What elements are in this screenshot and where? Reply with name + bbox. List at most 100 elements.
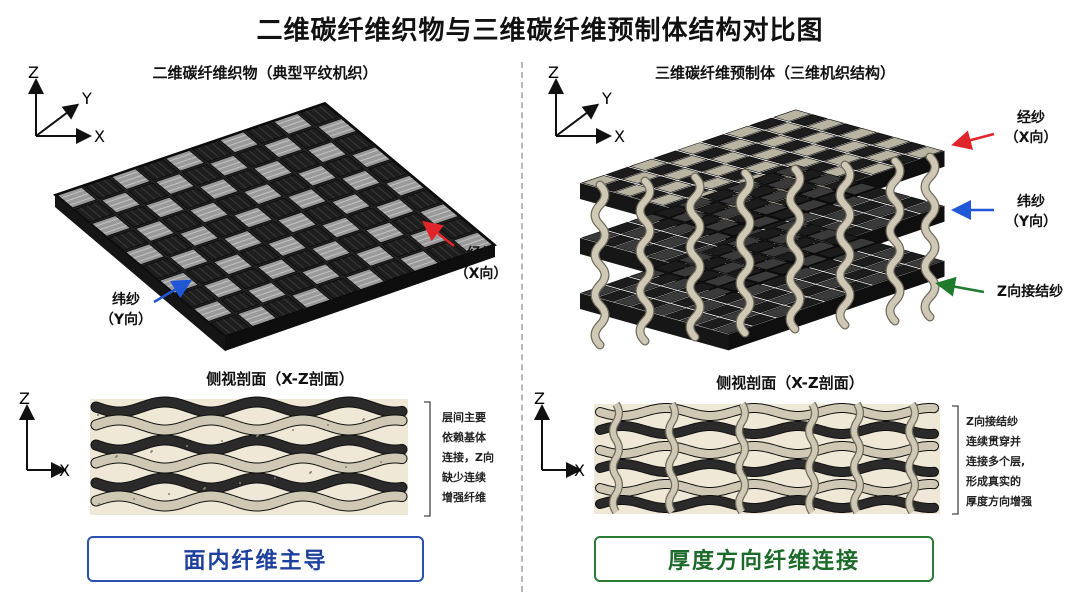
left-weft-arrow: [153, 279, 193, 304]
preform-tow: [749, 117, 788, 130]
filament-line: [387, 242, 403, 256]
preform-tow: [743, 270, 782, 283]
filament-line: [353, 179, 377, 189]
preform-tow: [750, 257, 789, 271]
filament-line: [311, 144, 335, 154]
filament-line: [384, 263, 400, 277]
matrix-dot: [221, 440, 223, 442]
filament-line: [431, 213, 455, 222]
filament-line: [262, 225, 278, 239]
preform-tow: [726, 156, 765, 169]
filament-line: [265, 204, 281, 217]
filament-line: [269, 302, 285, 316]
preform-tow: [773, 109, 812, 122]
left-warp-label-line2: （X向）: [454, 266, 508, 282]
filament-line: [323, 250, 347, 259]
filament-line: [154, 262, 170, 275]
filament-line: [367, 209, 383, 223]
filament-line: [215, 321, 231, 334]
preform-tow: [798, 186, 837, 199]
right-warp-label-line1: 经纱: [1017, 110, 1045, 126]
filament-line: [343, 237, 359, 251]
left-banner: 面内纤维主导: [87, 536, 424, 582]
filament-line: [177, 194, 193, 207]
preform-tow: [888, 141, 927, 154]
filament-line: [215, 241, 231, 255]
filament-line: [245, 311, 269, 321]
z-binder-section: [736, 402, 748, 514]
filament-line: [184, 191, 200, 205]
filament-line: [249, 269, 265, 283]
preform-tow: [645, 163, 684, 176]
preform-tow: [752, 288, 791, 301]
filament-line: [191, 189, 207, 203]
z-binder-yarn: [686, 173, 704, 341]
filament-line: [339, 199, 363, 209]
filament-line: [191, 269, 207, 283]
filament-line: [461, 238, 485, 247]
filament-line: [167, 217, 183, 231]
matrix-dot: [133, 498, 135, 500]
right-note: Z向接结纱 连续贯穿并 连接多个层, 形成真实的 厚度方向增强: [966, 412, 1071, 512]
filament-line: [313, 228, 329, 241]
preform-tow: [605, 166, 644, 180]
filament-line: [355, 149, 379, 159]
filament-line: [123, 212, 139, 226]
filament-line: [299, 198, 323, 207]
filament-line: [431, 247, 447, 261]
filament-line: [329, 162, 345, 176]
filament-line: [349, 176, 373, 186]
filament-line: [61, 189, 85, 199]
filament-line: [350, 235, 366, 249]
filament-line: [171, 236, 187, 250]
z-binder-yarn: [836, 161, 854, 329]
preform-tow: [653, 150, 692, 163]
filament-line: [251, 284, 275, 294]
filament-line: [339, 139, 355, 152]
preform-tow: [717, 138, 756, 151]
filament-line: [441, 224, 457, 237]
filament-line: [208, 243, 224, 257]
filament-line: [277, 116, 301, 125]
preform-tow: [647, 303, 686, 316]
filament-line: [299, 152, 315, 166]
preform-tow: [840, 268, 879, 281]
filament-line: [319, 185, 335, 199]
preform-tow: [597, 289, 636, 302]
matrix-dot: [186, 445, 188, 447]
filament-line: [279, 245, 303, 254]
filament-line: [421, 191, 437, 204]
matrix-dot: [274, 477, 276, 479]
right-section-axis-z: Z: [534, 389, 545, 408]
filament-line: [140, 186, 156, 200]
filament-line: [133, 249, 157, 259]
left-note-line: 缺少连续: [442, 471, 486, 484]
filament-line: [271, 238, 295, 247]
right-note-line: 连接多个层,: [966, 455, 1026, 468]
filament-line: [69, 196, 93, 206]
filament-line: [445, 243, 461, 256]
filament-line: [343, 157, 359, 171]
filament-line: [411, 260, 435, 269]
filament-line: [261, 261, 285, 271]
preform-tow: [696, 317, 735, 330]
left-note: 层间主要 依赖基体 连接，Z向 缺少连续 增强纤维: [442, 408, 517, 508]
right-axis-x: X: [614, 127, 625, 146]
preform-tow: [767, 152, 806, 165]
filament-line: [333, 261, 349, 274]
filament-line: [187, 231, 211, 241]
left-section-axis-z: Z: [19, 389, 30, 408]
filament-line: [359, 248, 383, 257]
filament-line: [301, 167, 325, 177]
filament-line: [261, 166, 285, 176]
filament-line: [137, 208, 153, 221]
matrix-dot: [257, 434, 259, 436]
filament-line: [223, 134, 247, 144]
filament-line: [197, 303, 221, 312]
filament-line: [414, 193, 430, 207]
left-note-line: 增强纤维: [442, 491, 486, 504]
right-section-title: 侧视剖面（X-Z剖面）: [716, 374, 864, 392]
filament-line: [330, 282, 346, 295]
filament-line: [255, 288, 279, 298]
filament-line: [267, 139, 291, 149]
